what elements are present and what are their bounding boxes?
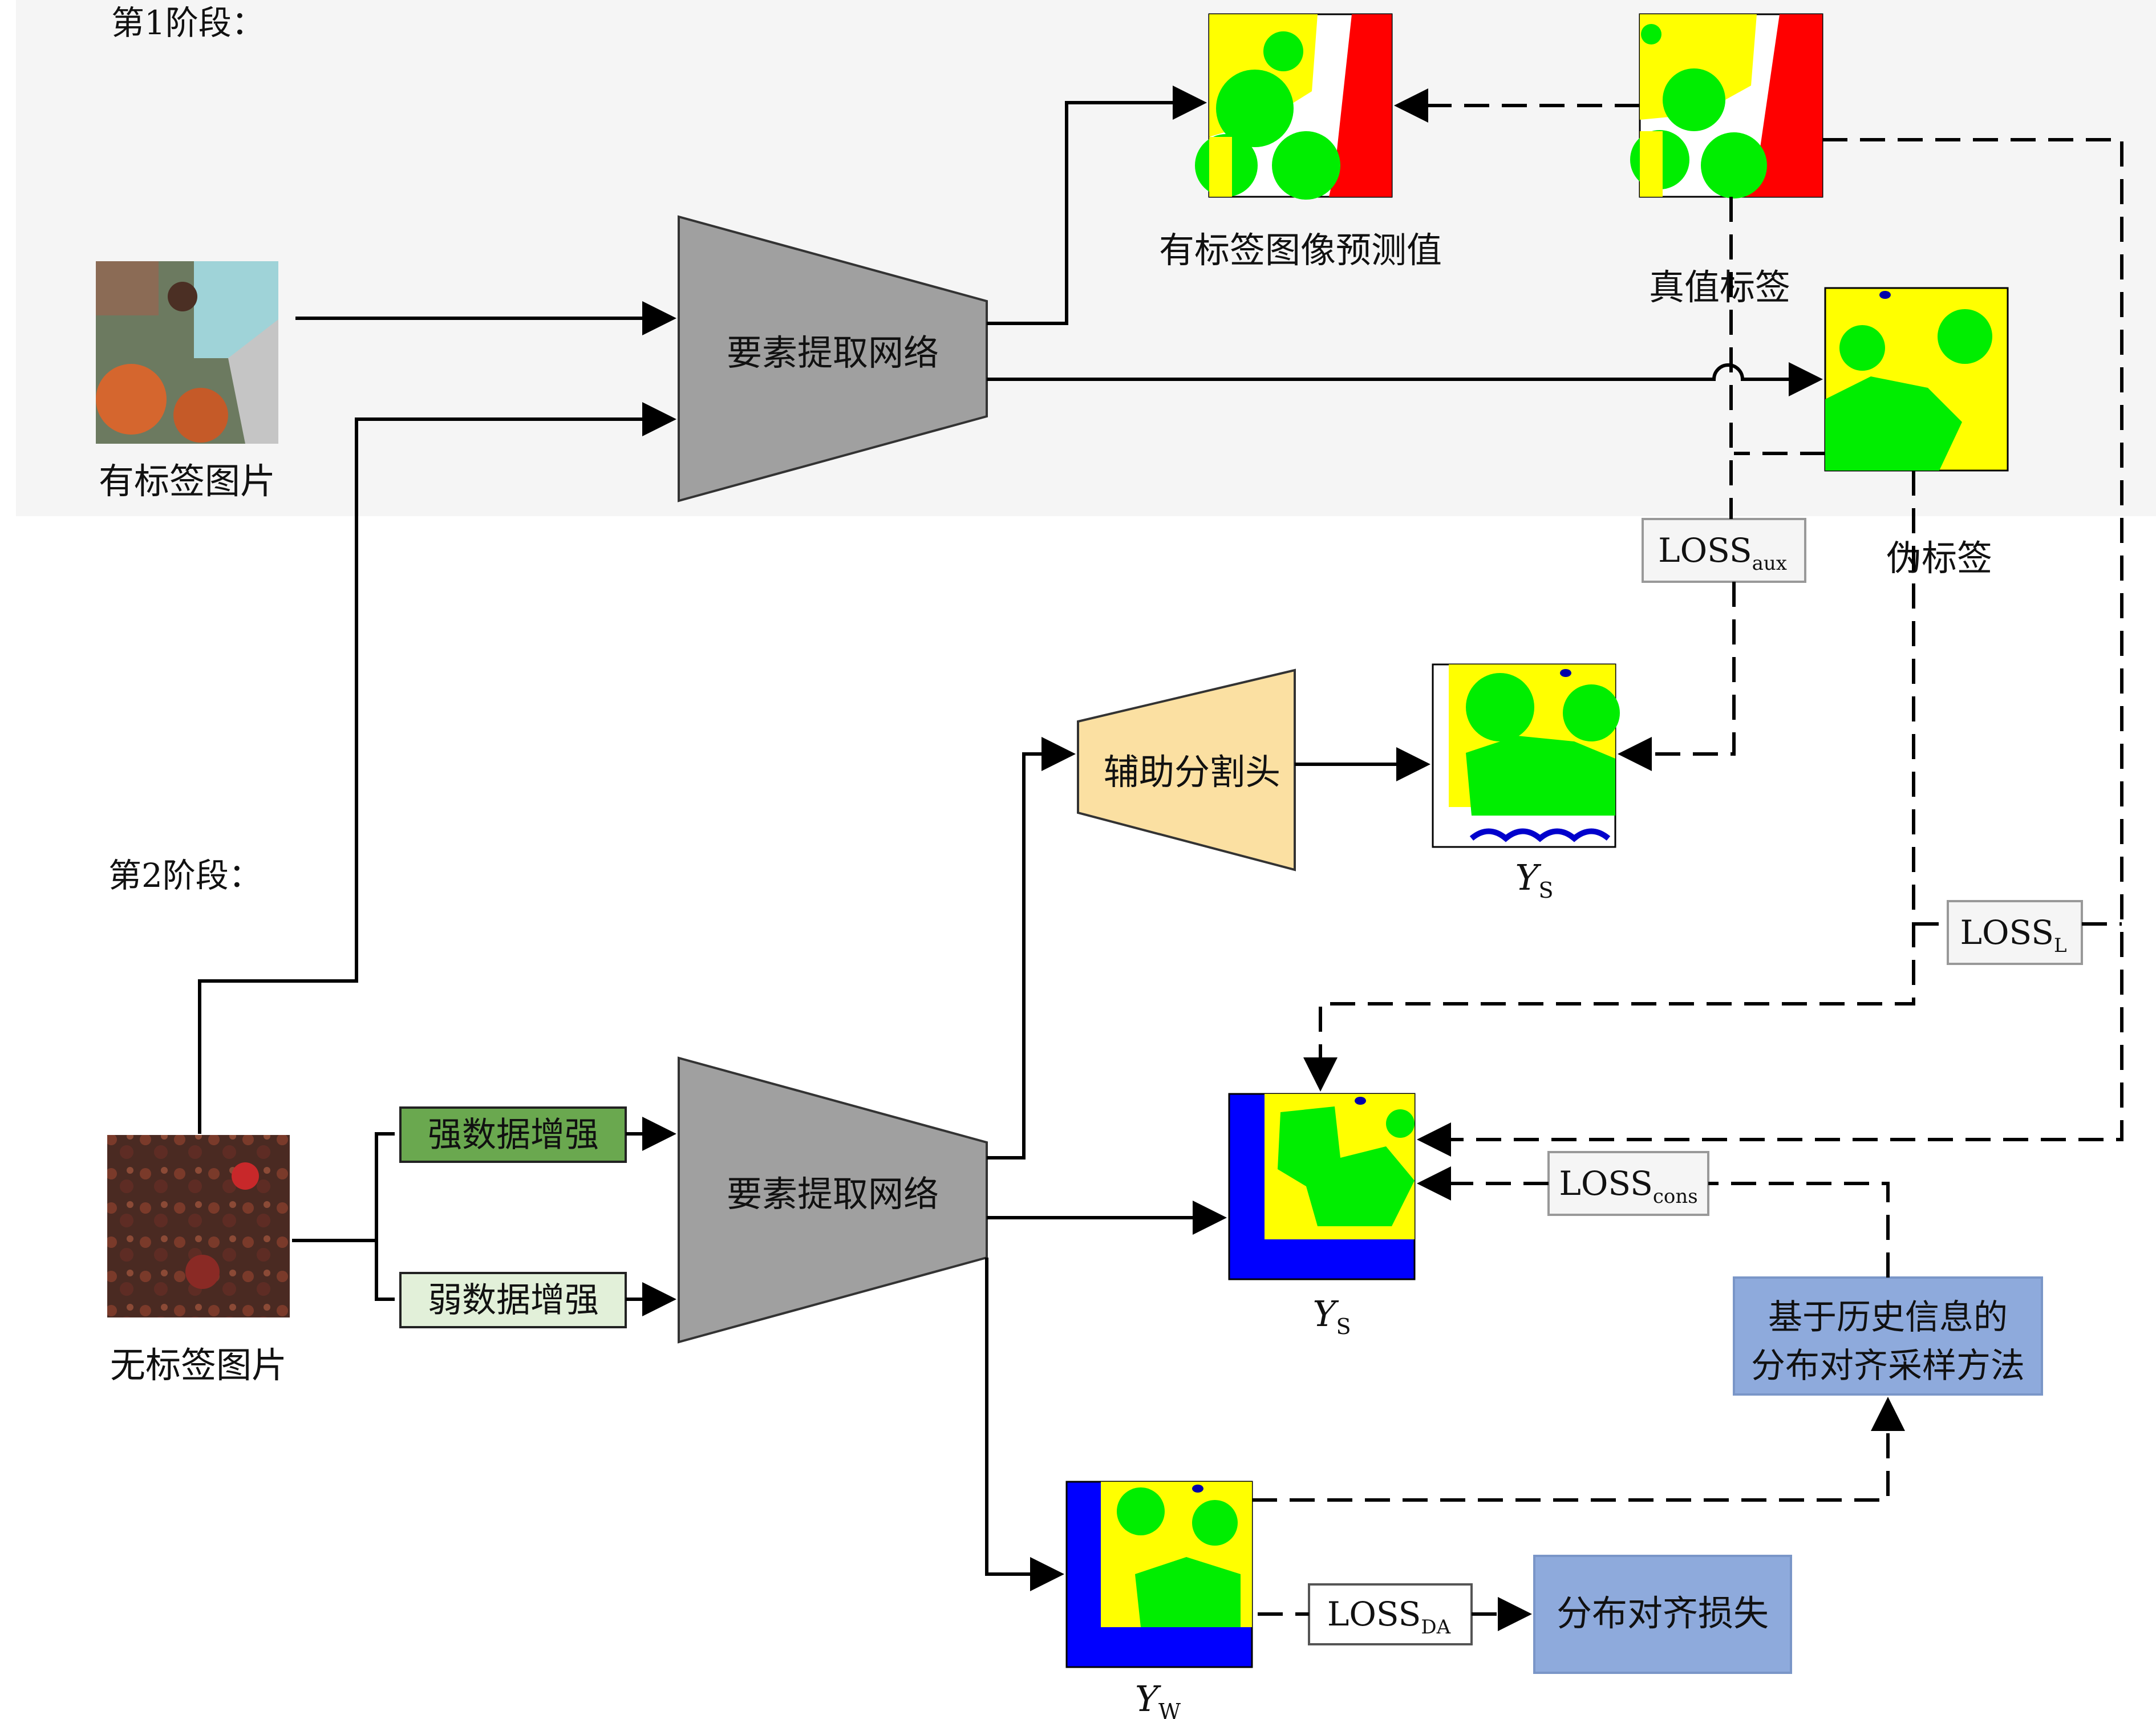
arrow-extractor1-to-prediction xyxy=(987,86,1207,325)
loss-da-box xyxy=(1308,1583,1473,1645)
strong-augmentation-label: 强数据增强 xyxy=(428,1115,599,1155)
ground-truth-caption: 真值标签 xyxy=(1649,266,1790,308)
loss-cons-box xyxy=(1547,1151,1709,1216)
loss-aux-text: LOSSaux xyxy=(1658,531,1787,575)
arrow-unlabeled-to-aug xyxy=(292,1132,395,1301)
dash-sampling-to-ys xyxy=(1420,1183,1890,1278)
unlabeled-image xyxy=(107,1135,290,1317)
unlabeled-image-caption: 无标签图片 xyxy=(110,1344,287,1386)
labeled-prediction-caption: 有标签图像预测值 xyxy=(1159,229,1442,271)
weak-augmentation-box xyxy=(399,1272,627,1328)
aux-output-map xyxy=(1432,663,1620,848)
sampling-method-line1: 基于历史信息的 xyxy=(1768,1298,2008,1337)
loss-l-subscript: L xyxy=(2054,934,2067,957)
arrow-extractor1-to-pseudo xyxy=(987,362,1823,396)
arrow-extractor2-to-aux xyxy=(987,737,1076,1159)
arrow-extractor2-to-yw xyxy=(985,1258,1064,1591)
loss-da-subscript: DA xyxy=(1421,1616,1450,1639)
weak-output-symbol: YW xyxy=(1135,1678,1181,1719)
dash-yw-to-sampling xyxy=(1252,1397,1905,1502)
dash-loss-aux-to-ys xyxy=(1618,582,1736,771)
aux-output-symbol: YS xyxy=(1515,857,1554,903)
auxiliary-head-label: 辅助分割头 xyxy=(1104,751,1280,793)
feature-extractor-1-label: 要素提取网络 xyxy=(727,332,939,374)
loss-l-text: LOSSL xyxy=(1960,913,2066,957)
labeled-prediction-map xyxy=(1195,13,1393,200)
loss-l-box xyxy=(1947,900,2083,965)
pseudo-label-map xyxy=(1824,287,2009,472)
auxiliary-head xyxy=(1077,668,1296,871)
da-loss-box xyxy=(1533,1555,1792,1674)
feature-extractor-2-label: 要素提取网络 xyxy=(727,1173,939,1215)
da-loss-label: 分布对齐损失 xyxy=(1557,1592,1769,1634)
ground-truth-map xyxy=(1630,13,1823,198)
dash-pseudo-to-ys xyxy=(1303,471,1915,1092)
weak-output-subscript: W xyxy=(1158,1699,1181,1719)
loss-da-text: LOSSDA xyxy=(1327,1595,1451,1639)
loss-cons-subscript: cons xyxy=(1653,1185,1698,1208)
stage1-title: 第1阶段： xyxy=(111,3,265,42)
labeled-image-caption: 有标签图片 xyxy=(99,460,275,502)
dash-gt-to-ys xyxy=(1417,138,2123,1157)
feature-extractor-1 xyxy=(678,215,988,502)
labeled-image xyxy=(96,261,278,444)
stage2-title: 第2阶段： xyxy=(108,856,262,895)
strong-output-map xyxy=(1228,1093,1416,1280)
strong-output-symbol: YS xyxy=(1313,1293,1351,1339)
strong-augmentation-box xyxy=(399,1106,627,1163)
strong-output-subscript: S xyxy=(1336,1314,1351,1339)
loss-aux-subscript: aux xyxy=(1752,552,1787,575)
arrow-unlabeled-to-extractor1 xyxy=(198,402,676,1134)
aux-output-subscript: S xyxy=(1538,878,1553,903)
pseudo-label-caption: 伪标签 xyxy=(1886,537,1992,579)
weak-output-map xyxy=(1065,1481,1253,1668)
loss-aux-box xyxy=(1642,518,1806,583)
loss-cons-text: LOSScons xyxy=(1559,1164,1697,1208)
weak-augmentation-label: 弱数据增强 xyxy=(428,1280,599,1320)
sampling-method-line2: 分布对齐采样方法 xyxy=(1751,1346,2025,1386)
sampling-method-box xyxy=(1733,1276,2043,1396)
